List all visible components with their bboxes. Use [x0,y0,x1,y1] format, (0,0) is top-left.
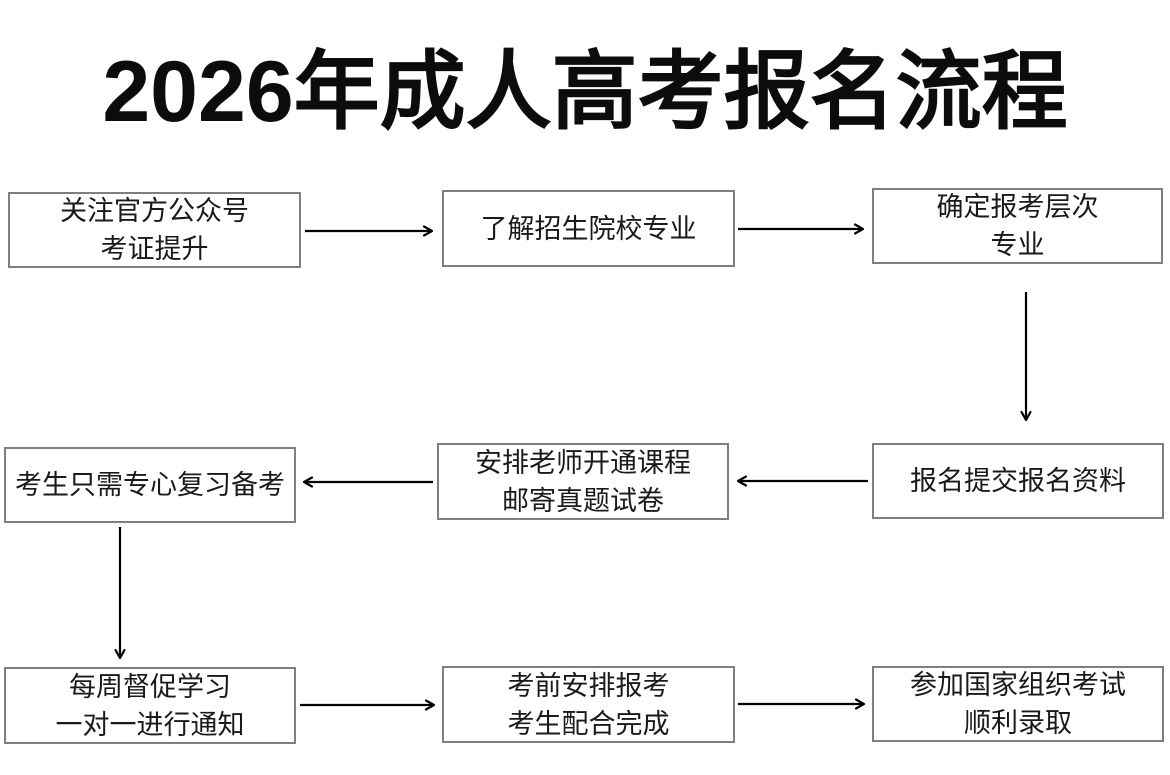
flow-step-7-line-1: 每周督促学习 [69,671,231,702]
flow-step-5-line-1: 安排老师开通课程 [475,447,691,478]
flow-step-1-line-2: 考证提升 [100,234,209,264]
flow-step-5-line-2: 邮寄真题试卷 [502,485,664,516]
flow-step-3: 确定报考层次 专业 [872,188,1163,264]
flow-step-7: 每周督促学习 一对一进行通知 [4,667,296,744]
flow-step-2-line-1: 了解招生院校专业 [480,213,697,244]
flow-step-9: 参加国家组织考试 顺利录取 [872,666,1164,742]
flow-step-6: 考生只需专心复习备考 [4,447,296,523]
page-title: 2026年成人高考报名流程 [102,44,1068,140]
flow-step-8-line-2: 考生配合完成 [507,708,670,739]
flow-step-1-line-1: 关注官方公众号 [60,196,249,226]
flow-step-8-line-1: 考前安排报考 [507,670,670,701]
flow-step-3-line-1: 确定报考层次 [936,192,1099,222]
flow-step-9-line-1: 参加国家组织考试 [910,670,1126,700]
flow-step-6-line-1: 考生只需专心复习备考 [15,470,285,500]
flow-step-4-line-1: 报名提交报名资料 [910,466,1126,496]
flow-step-3-line-2: 专业 [990,230,1045,260]
flow-step-7-line-2: 一对一进行通知 [55,709,245,740]
flow-step-4: 报名提交报名资料 [872,443,1164,519]
flow-step-5: 安排老师开通课程 邮寄真题试卷 [437,443,729,520]
flow-step-8: 考前安排报考 考生配合完成 [442,666,735,743]
flow-step-1: 关注官方公众号 考证提升 [8,192,301,268]
flow-step-9-line-2: 顺利录取 [964,708,1072,738]
flow-step-2: 了解招生院校专业 [442,190,735,267]
